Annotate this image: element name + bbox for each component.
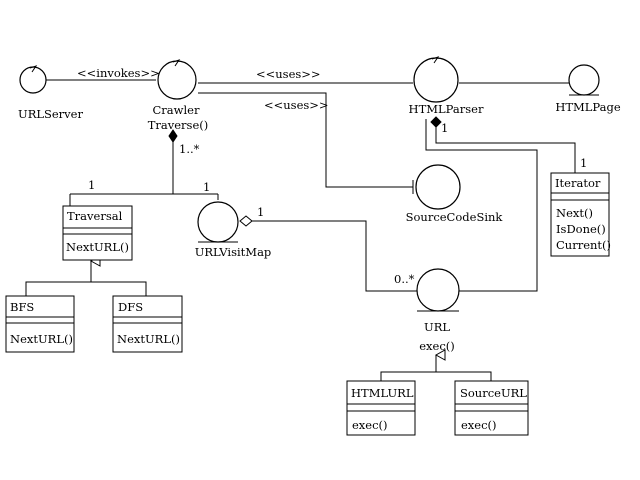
- sourcecodesink-boundary[interactable]: SourceCodeSink: [406, 164, 504, 224]
- url-entity[interactable]: URL exec(): [416, 268, 460, 353]
- urlserver-label: URLServer: [18, 107, 83, 121]
- iterator-op-isdone: IsDone(): [556, 222, 606, 236]
- htmlurl-class-name: HTMLURL: [351, 386, 414, 400]
- urlserver-control[interactable]: URLServer: [18, 65, 83, 121]
- visitmap-url-link: [252, 220, 417, 292]
- invokes-label: <<invokes>>: [77, 66, 160, 80]
- htmlparser-control[interactable]: HTMLParser: [409, 56, 484, 116]
- uses-label-sink: <<uses>>: [264, 98, 329, 112]
- url-operation: exec(): [419, 339, 455, 353]
- multiplicity-crawler-many: 1..*: [179, 142, 200, 156]
- sourceurl-class-name: SourceURL: [460, 386, 527, 400]
- bfs-class[interactable]: BFS NextURL(): [5, 295, 75, 353]
- parser-url-link: [425, 119, 538, 292]
- crawler-label: Crawler: [153, 103, 200, 117]
- sourceurl-class[interactable]: SourceURL exec(): [454, 380, 529, 436]
- multiplicity-url-many: 0..*: [394, 272, 415, 286]
- crawler-composition-diamond: [168, 129, 178, 143]
- visitmap-aggregation-diamond: [239, 215, 253, 227]
- multiplicity-traversal-one: 1: [88, 178, 95, 192]
- iterator-op-next: Next(): [556, 206, 593, 220]
- bfs-class-op: NextURL(): [10, 332, 73, 346]
- htmlurl-class[interactable]: HTMLURL exec(): [346, 380, 416, 436]
- dfs-class-name: DFS: [118, 300, 143, 314]
- url-label: URL: [424, 320, 450, 334]
- multiplicity-iterator-one: 1: [580, 156, 587, 170]
- iterator-class[interactable]: Iterator Next() IsDone() Current(): [550, 172, 611, 257]
- dfs-class[interactable]: DFS NextURL(): [112, 295, 183, 353]
- iterator-op-current: Current(): [556, 238, 611, 252]
- parser-iterator-link: [435, 127, 576, 173]
- htmlpage-entity[interactable]: HTMLPage: [555, 64, 621, 114]
- urlvisitmap-entity[interactable]: URLVisitMap: [195, 201, 272, 259]
- sourceurl-class-op: exec(): [461, 418, 497, 432]
- crawler-operation: Traverse(): [148, 118, 209, 132]
- traversal-inheritance: [25, 281, 147, 296]
- traversal-class[interactable]: Traversal NextURL(): [62, 205, 133, 261]
- url-inheritance: [380, 371, 492, 381]
- htmlurl-class-op: exec(): [352, 418, 388, 432]
- multiplicity-visitmap-one-left: 1: [203, 180, 210, 194]
- sourcecodesink-label: SourceCodeSink: [406, 210, 504, 224]
- iterator-class-name: Iterator: [555, 176, 601, 190]
- bfs-class-name: BFS: [10, 300, 34, 314]
- dfs-class-op: NextURL(): [117, 332, 180, 346]
- htmlparser-label: HTMLParser: [409, 102, 484, 116]
- uses-link-sink: [198, 92, 413, 188]
- traversal-class-name: Traversal: [67, 209, 123, 223]
- urlvisitmap-label: URLVisitMap: [195, 245, 272, 259]
- parser-composition-diamond: [430, 116, 442, 128]
- crawler-control[interactable]: Crawler Traverse(): [148, 59, 209, 132]
- multiplicity-visitmap-one-right: 1: [257, 205, 264, 219]
- uses-label-parser: <<uses>>: [256, 67, 321, 81]
- htmlpage-label: HTMLPage: [555, 100, 621, 114]
- multiplicity-parser-one: 1: [441, 121, 448, 135]
- traversal-class-op: NextURL(): [66, 240, 129, 254]
